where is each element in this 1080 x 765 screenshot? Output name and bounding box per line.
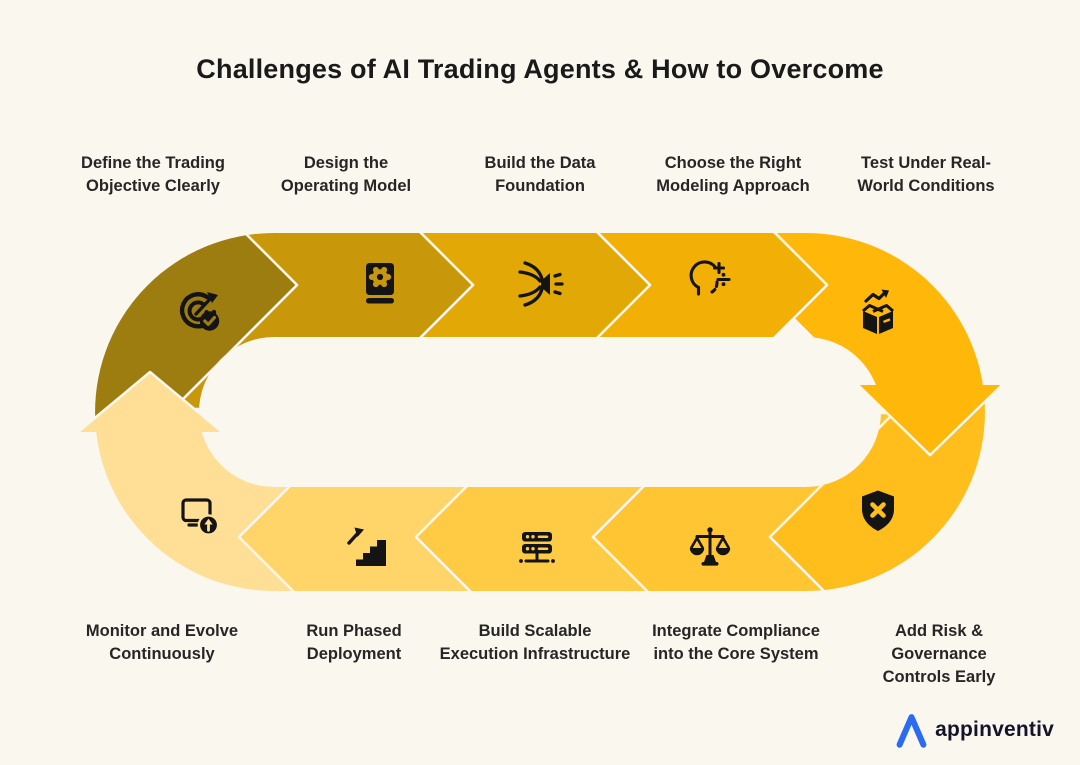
step-label-define-objective: Define the Trading Objective Clearly — [81, 154, 225, 195]
stairs-up-icon — [347, 527, 386, 566]
segment-define — [95, 233, 299, 426]
head-math-icon — [689, 260, 731, 296]
brand-logo: appinventiv — [895, 711, 1054, 749]
box-growth-icon — [862, 289, 894, 334]
step-label-compliance: Integrate Compliance into the Core Syste… — [652, 622, 820, 663]
step-label-execution-infra: Build Scalable Execution Infrastructure — [439, 622, 631, 663]
appinventiv-logo-icon — [896, 714, 927, 748]
step-label-test-conditions: Test Under Real- World Conditions — [857, 154, 995, 195]
book-gear-icon — [366, 263, 394, 304]
page-title: Challenges of AI Trading Agents & How to… — [196, 54, 884, 84]
data-funnel-icon — [518, 261, 564, 307]
down-arrowhead — [857, 384, 1003, 457]
step-label-data-foundation: Build the Data Foundation — [484, 154, 596, 195]
scale-icon — [689, 527, 731, 566]
step-label-monitor-evolve: Monitor and Evolve Continuously — [85, 622, 239, 663]
shield-x-icon — [862, 490, 894, 531]
brand-name: appinventiv — [935, 718, 1054, 741]
step-label-operating-model: Design the Operating Model — [280, 154, 412, 195]
server-icon — [519, 532, 555, 563]
up-arrowhead — [77, 370, 223, 433]
target-check-icon — [179, 292, 220, 331]
step-label-phased-deployment: Run Phased Deployment — [306, 622, 402, 663]
monitor-upload-icon — [181, 498, 220, 536]
step-label-modeling-approach: Choose the Right Modeling Approach — [656, 154, 810, 195]
step-label-risk-governance: Add Risk & Governance Controls Early — [882, 622, 996, 686]
